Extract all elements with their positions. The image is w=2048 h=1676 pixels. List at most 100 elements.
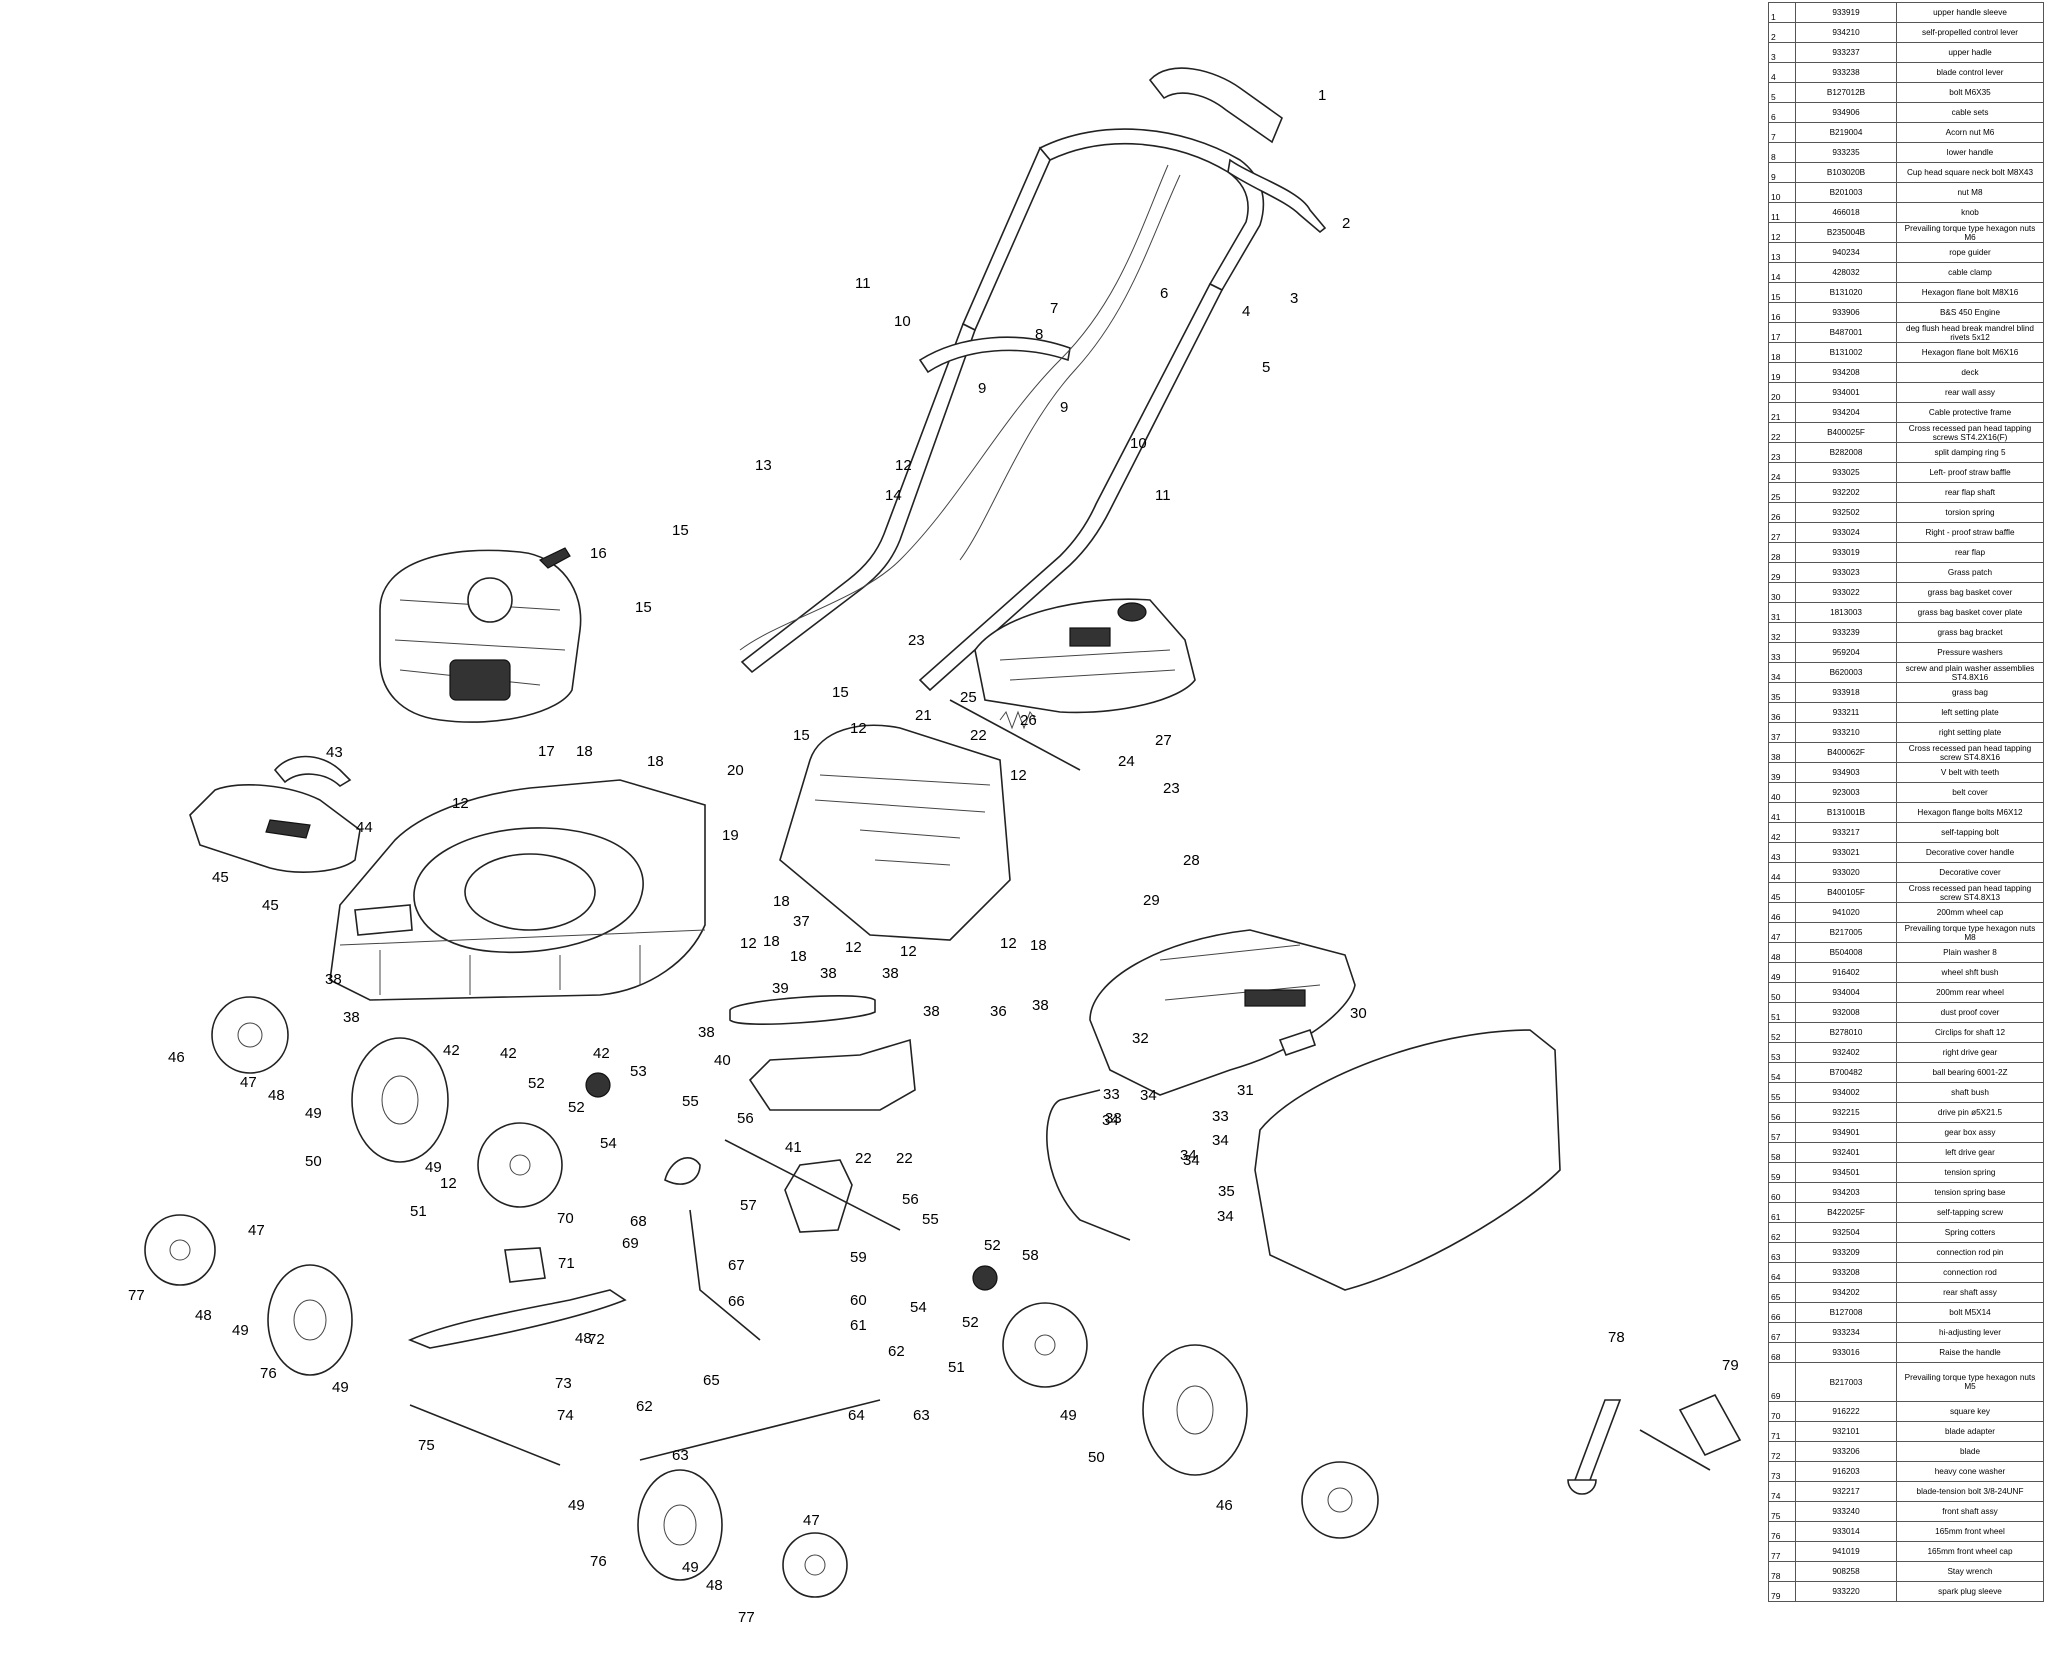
parts-cell-no: 38 xyxy=(1768,742,1796,763)
parts-cell-code: 934002 xyxy=(1795,1082,1897,1103)
callout-label: 49 xyxy=(1060,1407,1077,1424)
parts-cell-code: 932008 xyxy=(1795,1002,1897,1023)
callout-label: 76 xyxy=(590,1553,607,1570)
callout-label: 24 xyxy=(1118,753,1135,770)
callout-label: 38 xyxy=(325,971,342,988)
callout-label: 48 xyxy=(195,1307,212,1324)
parts-cell-no: 22 xyxy=(1768,422,1796,443)
parts-cell-no: 78 xyxy=(1768,1561,1796,1582)
parts-cell-desc: Cross recessed pan head tapping screws S… xyxy=(1896,422,2044,443)
parts-cell-no: 66 xyxy=(1768,1302,1796,1323)
callout-label: 14 xyxy=(885,487,902,504)
callout-label: 4 xyxy=(1242,303,1250,320)
callout-label: 78 xyxy=(1608,1329,1625,1346)
parts-cell-desc: deck xyxy=(1896,362,2044,383)
parts-cell-code: 932402 xyxy=(1795,1042,1897,1063)
front-wheel-cap-left xyxy=(144,1214,216,1286)
parts-cell-desc: Raise the handle xyxy=(1896,1342,2044,1363)
callout-label: 77 xyxy=(128,1287,145,1304)
parts-cell-code: B131002 xyxy=(1795,342,1897,363)
parts-cell-desc: shaft bush xyxy=(1896,1082,2044,1103)
callout-label: 49 xyxy=(332,1379,349,1396)
callout-label: 32 xyxy=(1132,1030,1149,1047)
parts-cell-no: 57 xyxy=(1768,1122,1796,1143)
parts-cell-no: 69 xyxy=(1768,1362,1796,1402)
parts-cell-code: 932502 xyxy=(1795,502,1897,523)
parts-cell-no: 10 xyxy=(1768,182,1796,203)
parts-cell-code: 934501 xyxy=(1795,1162,1897,1183)
callout-label: 69 xyxy=(622,1235,639,1252)
parts-cell-code: 940234 xyxy=(1795,242,1897,263)
callout-label: 34 xyxy=(1140,1087,1157,1104)
callout-label: 25 xyxy=(960,689,977,706)
callout-label: 71 xyxy=(558,1255,575,1272)
parts-cell-desc: Pressure washers xyxy=(1896,642,2044,663)
callout-label: 79 xyxy=(1722,1357,1739,1374)
callout-label: 12 xyxy=(900,943,917,960)
dust-proof-cover-right xyxy=(1002,1302,1088,1388)
parts-cell-desc: blade adapter xyxy=(1896,1421,2044,1442)
parts-cell-code: B131001B xyxy=(1795,802,1897,823)
parts-cell-no: 68 xyxy=(1768,1342,1796,1363)
front-wheel-right xyxy=(637,1469,723,1581)
parts-cell-desc: Hexagon flane bolt M6X16 xyxy=(1896,342,2044,363)
parts-cell-desc: Stay wrench xyxy=(1896,1561,2044,1582)
parts-cell-code: 933239 xyxy=(1795,622,1897,643)
parts-cell-code: 932101 xyxy=(1795,1421,1897,1442)
callout-label: 34 xyxy=(1212,1132,1229,1149)
parts-cell-desc: 165mm front wheel xyxy=(1896,1521,2044,1542)
callout-label: 48 xyxy=(268,1087,285,1104)
parts-cell-no: 16 xyxy=(1768,302,1796,323)
parts-cell-desc: cable clamp xyxy=(1896,262,2044,283)
front-wheel-left xyxy=(267,1264,353,1376)
v-belt-with-teeth xyxy=(729,995,876,1025)
callout-label: 66 xyxy=(728,1293,745,1310)
parts-cell-no: 72 xyxy=(1768,1441,1796,1462)
parts-cell-desc: B&S 450 Engine xyxy=(1896,302,2044,323)
wheels xyxy=(144,996,1379,1598)
callout-label: 19 xyxy=(722,827,739,844)
parts-cell-code: B487001 xyxy=(1795,322,1897,343)
callout-label: 6 xyxy=(1160,285,1168,302)
callout-label: 52 xyxy=(568,1099,585,1116)
callout-label: 48 xyxy=(575,1330,592,1347)
callout-label: 38 xyxy=(343,1009,360,1026)
parts-cell-code: 933022 xyxy=(1795,582,1897,603)
engine-body xyxy=(379,549,582,723)
parts-cell-no: 33 xyxy=(1768,642,1796,663)
parts-cell-desc: knob xyxy=(1896,202,2044,223)
callout-label: 12 xyxy=(895,457,912,474)
parts-cell-desc: gear box assy xyxy=(1896,1122,2044,1143)
callout-label: 33 xyxy=(1212,1108,1229,1125)
callout-label: 10 xyxy=(1130,435,1147,452)
parts-cell-no: 24 xyxy=(1768,462,1796,483)
parts-cell-no: 61 xyxy=(1768,1202,1796,1223)
rear-shaft-assy xyxy=(724,1139,901,1231)
callout-label: 11 xyxy=(855,275,871,292)
parts-cell-no: 8 xyxy=(1768,142,1796,163)
parts-cell-code: 959204 xyxy=(1795,642,1897,663)
callout-label: 61 xyxy=(850,1317,867,1334)
callout-label: 46 xyxy=(1216,1497,1233,1514)
parts-cell-no: 28 xyxy=(1768,542,1796,563)
parts-cell-code: 933237 xyxy=(1795,42,1897,63)
parts-cell-no: 45 xyxy=(1768,882,1796,903)
parts-cell-desc: 200mm rear wheel xyxy=(1896,982,2044,1003)
raise-the-handle xyxy=(664,1157,701,1185)
parts-cell-no: 11 xyxy=(1768,202,1796,223)
parts-cell-no: 5 xyxy=(1768,82,1796,103)
parts-cell-code: 933016 xyxy=(1795,1342,1897,1363)
parts-cell-code: 932202 xyxy=(1795,482,1897,503)
callout-label: 50 xyxy=(1088,1449,1105,1466)
